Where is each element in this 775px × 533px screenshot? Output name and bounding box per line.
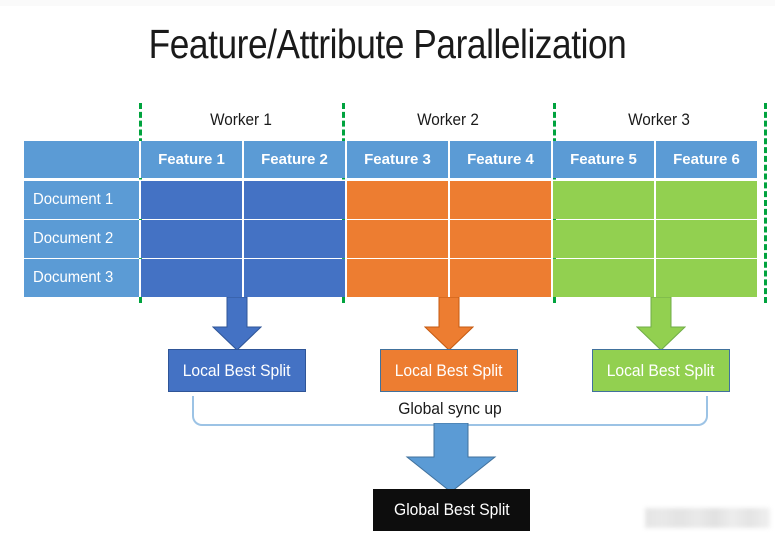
column-header-label: Feature 5 bbox=[570, 151, 637, 168]
global-best-split-label: Global Best Split bbox=[393, 500, 510, 519]
worker-divider-4 bbox=[764, 103, 767, 303]
cell-doc3-feature4 bbox=[448, 259, 551, 297]
row-header-document-1: Document 1 bbox=[24, 181, 139, 219]
column-header-label: Feature 1 bbox=[158, 151, 225, 168]
column-header-feature-3: Feature 3 bbox=[345, 141, 448, 178]
global-best-split-box[interactable]: Global Best Split bbox=[373, 489, 530, 531]
cell-doc1-feature5 bbox=[551, 181, 654, 219]
worker-label-2: Worker 2 bbox=[417, 110, 479, 129]
worker-label-3: Worker 3 bbox=[628, 110, 690, 129]
down-arrow-worker-3 bbox=[636, 297, 686, 351]
top-edge-strip bbox=[0, 0, 775, 6]
cell-doc2-feature3 bbox=[345, 220, 448, 258]
cell-doc1-feature4 bbox=[448, 181, 551, 219]
local-best-split-label: Local Best Split bbox=[395, 360, 503, 380]
row-header-label: Document 3 bbox=[33, 269, 114, 286]
cell-doc2-feature4 bbox=[448, 220, 551, 258]
cell-doc3-feature2 bbox=[242, 259, 345, 297]
down-arrow-worker-2 bbox=[424, 297, 474, 351]
cell-doc2-feature6 bbox=[654, 220, 757, 258]
cell-doc1-feature3 bbox=[345, 181, 448, 219]
local-best-split-label: Local Best Split bbox=[607, 360, 715, 380]
row-header-document-2: Document 2 bbox=[24, 220, 139, 258]
column-header-label: Feature 3 bbox=[364, 151, 431, 168]
local-best-split-box-1[interactable]: Local Best Split bbox=[168, 349, 306, 392]
local-best-split-box-3[interactable]: Local Best Split bbox=[592, 349, 730, 392]
table-corner-cell bbox=[24, 141, 139, 178]
down-arrow-global-sync bbox=[405, 423, 497, 493]
column-header-label: Feature 2 bbox=[261, 151, 328, 168]
cell-doc3-feature6 bbox=[654, 259, 757, 297]
down-arrow-worker-1 bbox=[212, 297, 262, 351]
column-header-feature-2: Feature 2 bbox=[242, 141, 345, 178]
cell-doc2-feature2 bbox=[242, 220, 345, 258]
column-header-feature-6: Feature 6 bbox=[654, 141, 757, 178]
local-best-split-box-2[interactable]: Local Best Split bbox=[380, 349, 518, 392]
column-header-feature-5: Feature 5 bbox=[551, 141, 654, 178]
cell-doc2-feature1 bbox=[139, 220, 242, 258]
cell-doc1-feature1 bbox=[139, 181, 242, 219]
cell-doc3-feature5 bbox=[551, 259, 654, 297]
column-header-label: Feature 6 bbox=[673, 151, 740, 168]
feature-document-matrix: Feature 1 Feature 2 Feature 3 Feature 4 … bbox=[24, 141, 758, 297]
worker-label-1: Worker 1 bbox=[210, 110, 272, 129]
row-header-label: Document 1 bbox=[33, 191, 114, 208]
row-header-document-3: Document 3 bbox=[24, 259, 139, 297]
column-header-label: Feature 4 bbox=[467, 151, 534, 168]
global-sync-label: Global sync up bbox=[212, 399, 688, 419]
table-header-row: Feature 1 Feature 2 Feature 3 Feature 4 … bbox=[24, 141, 758, 178]
cell-doc1-feature6 bbox=[654, 181, 757, 219]
cell-doc3-feature1 bbox=[139, 259, 242, 297]
column-header-feature-1: Feature 1 bbox=[139, 141, 242, 178]
column-header-feature-4: Feature 4 bbox=[448, 141, 551, 178]
page-title: Feature/Attribute Parallelization bbox=[148, 21, 627, 67]
local-best-split-label: Local Best Split bbox=[183, 360, 291, 380]
table-row: Document 1 bbox=[24, 181, 758, 219]
cell-doc3-feature3 bbox=[345, 259, 448, 297]
row-header-label: Document 2 bbox=[33, 230, 114, 247]
blurred-watermark bbox=[645, 508, 770, 528]
table-row: Document 2 bbox=[24, 220, 758, 258]
cell-doc2-feature5 bbox=[551, 220, 654, 258]
cell-doc1-feature2 bbox=[242, 181, 345, 219]
table-row: Document 3 bbox=[24, 259, 758, 297]
